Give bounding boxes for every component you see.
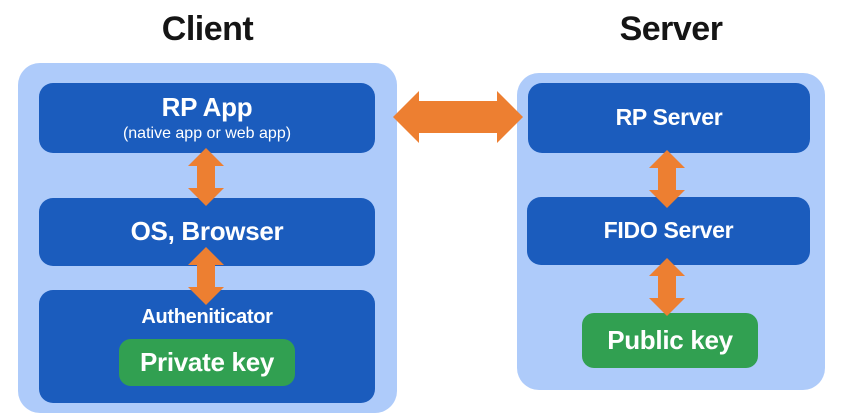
public-key-label: Public key [607, 325, 733, 355]
rp-app-box: RP App (native app or web app) [39, 83, 375, 153]
authenticator-box: Autheniticator Private key [39, 290, 375, 403]
private-key-label: Private key [139, 347, 275, 378]
private-key-box: Private key [119, 339, 295, 387]
double-arrow-osbrowser-authenticator-icon [187, 247, 225, 305]
server-container: RP Server FIDO Server Public key [517, 73, 825, 390]
double-arrow-client-server-icon [393, 90, 523, 144]
double-arrow-rpapp-osbrowser-icon [187, 148, 225, 206]
os-browser-label: OS, Browser [130, 216, 284, 247]
authenticator-label: Autheniticator [141, 306, 273, 328]
client-section-title: Client [161, 10, 254, 48]
public-key-box: Public key [582, 313, 758, 368]
double-arrow-fidoserver-publickey-icon [648, 258, 686, 316]
rp-app-sublabel: (native app or web app) [122, 124, 292, 142]
rp-app-label: RP App [161, 91, 253, 122]
fido-server-label: FIDO Server [603, 217, 734, 244]
rp-server-label: RP Server [615, 104, 723, 131]
rp-server-box: RP Server [528, 83, 810, 153]
double-arrow-rpserver-fidoserver-icon [648, 150, 686, 208]
fido-server-box: FIDO Server [527, 197, 810, 265]
server-section-title: Server [619, 10, 723, 48]
client-container: RP App (native app or web app) OS, Brows… [18, 63, 397, 413]
